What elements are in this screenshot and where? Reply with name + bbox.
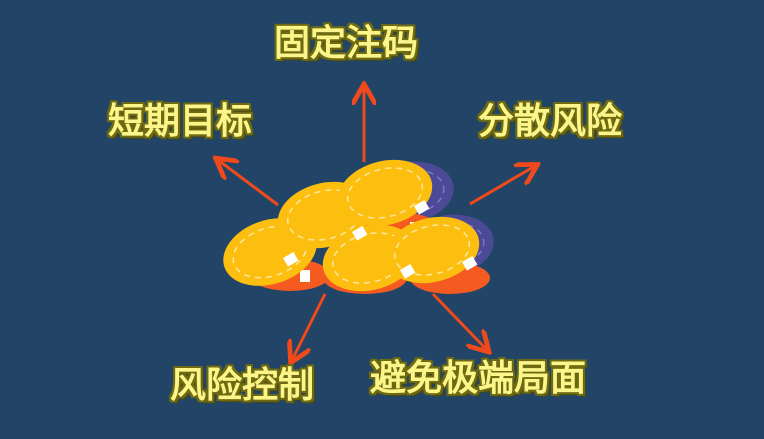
arrow-bottom-left — [292, 293, 327, 360]
label-fixed-stake: 固定注码 — [274, 23, 419, 64]
arrows — [218, 87, 535, 360]
label-risk-control: 风险控制 — [170, 365, 315, 406]
label-short-term-goal: 短期目标 — [108, 101, 253, 142]
label-avoid-extremes: 避免极端局面 — [370, 358, 587, 399]
arrow-bottom-right — [431, 292, 487, 350]
label-diversify-risk: 分散风险 — [478, 101, 623, 142]
chips-pile-icon — [213, 149, 499, 302]
arrow-top-right — [469, 166, 535, 206]
arrow-top-left — [218, 160, 279, 207]
